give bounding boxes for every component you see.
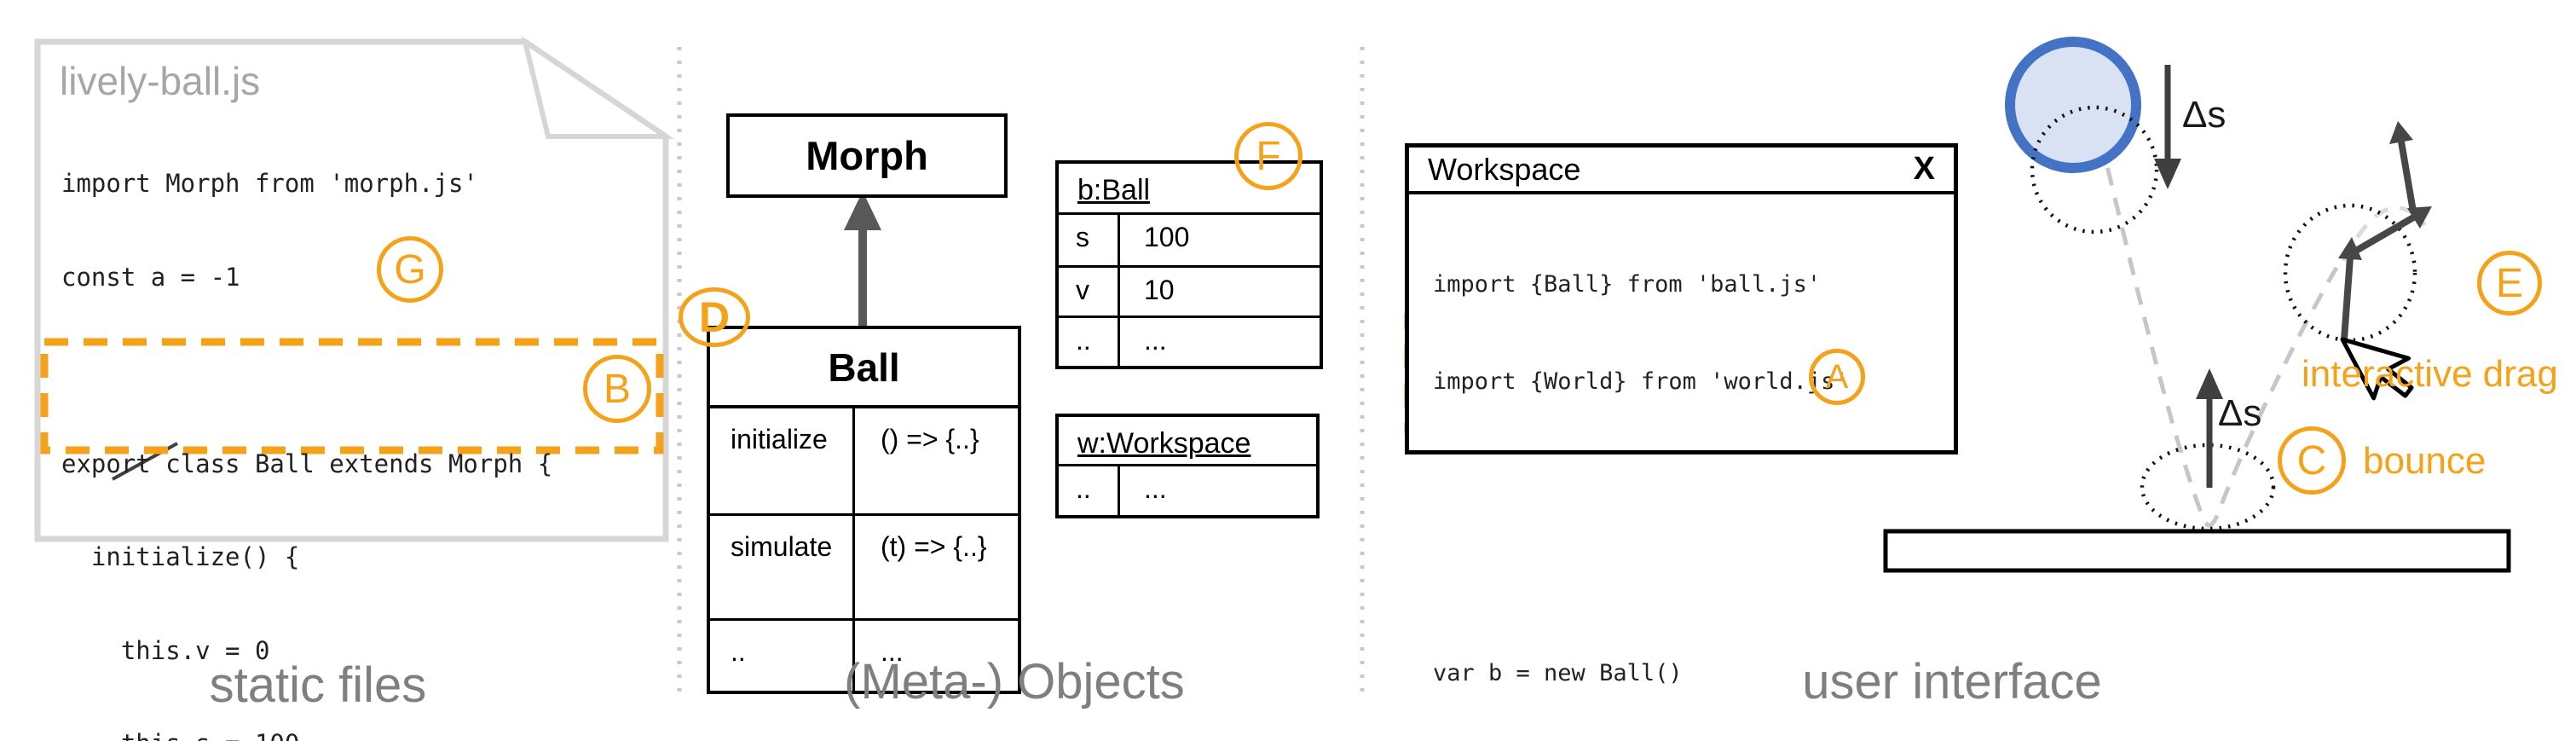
drag-path-arrowhead-3 xyxy=(2389,121,2413,144)
workspace-window: Workspace X import {Ball} from 'ball.js'… xyxy=(1405,143,1958,686)
code-line: var b = new Ball() xyxy=(1433,660,1683,686)
drag-path-arrowhead-1 xyxy=(2338,237,2362,260)
ball-class-row: .. ... xyxy=(710,618,1018,692)
marker-e: E xyxy=(2477,251,2542,316)
marker-c: C xyxy=(2278,426,2346,495)
code-line: import {Ball} from 'ball.js' xyxy=(1433,271,1822,298)
method-value: ... xyxy=(881,636,904,667)
delta-s-down-arrow-head xyxy=(2154,159,2181,189)
method-name: initialize xyxy=(710,408,855,513)
delta-s-label-fall: Δs xyxy=(2182,94,2227,136)
marker-g: G xyxy=(377,236,443,303)
field-name: .. xyxy=(1059,318,1120,366)
code-line xyxy=(1433,560,1849,593)
field-value: 100 xyxy=(1144,222,1190,252)
ball-instance-title: b:Ball xyxy=(1059,164,1320,215)
ground-shape xyxy=(1883,529,2511,573)
method-value: () => {..} xyxy=(881,424,979,454)
ball-class-row: simulate (t) => {..} xyxy=(710,513,1018,618)
field-name: s xyxy=(1059,215,1120,265)
marker-f: F xyxy=(1234,122,1302,190)
workspace-instance-box: w:Workspace .. ... xyxy=(1055,414,1320,518)
user-interface-label: user interface xyxy=(1802,654,2102,709)
field-value: 10 xyxy=(1144,275,1175,305)
file-name: lively-ball.js xyxy=(60,59,261,103)
workspace-instance-title: w:Workspace xyxy=(1059,417,1316,466)
interactive-drag-label: interactive drag xyxy=(2302,353,2558,395)
field-value: ... xyxy=(1144,325,1167,356)
bounce-label: bounce xyxy=(2363,440,2486,482)
morph-class-box: Morph xyxy=(726,113,1008,198)
delta-s-label-bounce: Δs xyxy=(2218,392,2262,434)
code-line xyxy=(1433,463,1849,495)
static-files-label: static files xyxy=(209,657,427,713)
ball-instance-box: b:Ball s 100 v 10 .. ... xyxy=(1055,160,1323,369)
drag-path-segment-1 xyxy=(2341,254,2354,343)
trajectory-ghost-arc xyxy=(2341,206,2427,263)
code-line xyxy=(61,355,552,386)
method-name: .. xyxy=(710,621,855,692)
ball-class-box: Ball initialize () => {..} simulate (t) … xyxy=(707,326,1021,694)
marker-a: A xyxy=(1809,349,1865,405)
meta-objects-label: (Meta-) Objects xyxy=(844,654,1185,709)
ball-class-row: initialize () => {..} xyxy=(710,408,1018,513)
drag-path-arrowhead-2 xyxy=(2407,206,2432,229)
instance-row: .. ... xyxy=(1059,316,1320,366)
drag-path-segment-3 xyxy=(2398,138,2417,215)
marker-d: D xyxy=(679,287,750,347)
field-value: ... xyxy=(1144,473,1167,504)
code-line: this.v = 0 xyxy=(61,635,270,665)
marker-b: B xyxy=(583,355,651,423)
file-code-block: import Morph from 'morph.js' const a = -… xyxy=(61,106,552,741)
morph-class-title: Morph xyxy=(806,133,928,178)
instance-row: v 10 xyxy=(1059,265,1320,316)
instance-row: s 100 xyxy=(1059,215,1320,265)
method-name: simulate xyxy=(710,516,855,618)
field-name: .. xyxy=(1059,466,1120,517)
code-line: initialize() { xyxy=(61,542,300,571)
ball-class-title: Ball xyxy=(710,329,1018,408)
code-line: const a = -1 xyxy=(61,262,240,292)
drag-path-segment-2 xyxy=(2347,213,2418,258)
ball-shape xyxy=(2005,37,2141,173)
method-value: (t) => {..} xyxy=(881,531,987,562)
code-line: this.s = 100 xyxy=(61,728,552,741)
ghost-ball-drag xyxy=(2283,203,2417,343)
instance-row: .. ... xyxy=(1059,466,1316,517)
code-line: export class Ball extends Morph { xyxy=(61,449,553,478)
close-button[interactable]: X xyxy=(1913,151,1935,187)
ghost-ball-falling xyxy=(2030,105,2159,234)
code-line: import Morph from 'morph.js' xyxy=(61,169,478,198)
workspace-titlebar[interactable]: Workspace X xyxy=(1409,148,1954,194)
ghost-ball-bounce xyxy=(2140,443,2276,531)
field-name: v xyxy=(1059,268,1120,316)
workspace-title: Workspace xyxy=(1428,151,1581,187)
code-line: import {World} from 'world.js' xyxy=(1433,368,1849,395)
